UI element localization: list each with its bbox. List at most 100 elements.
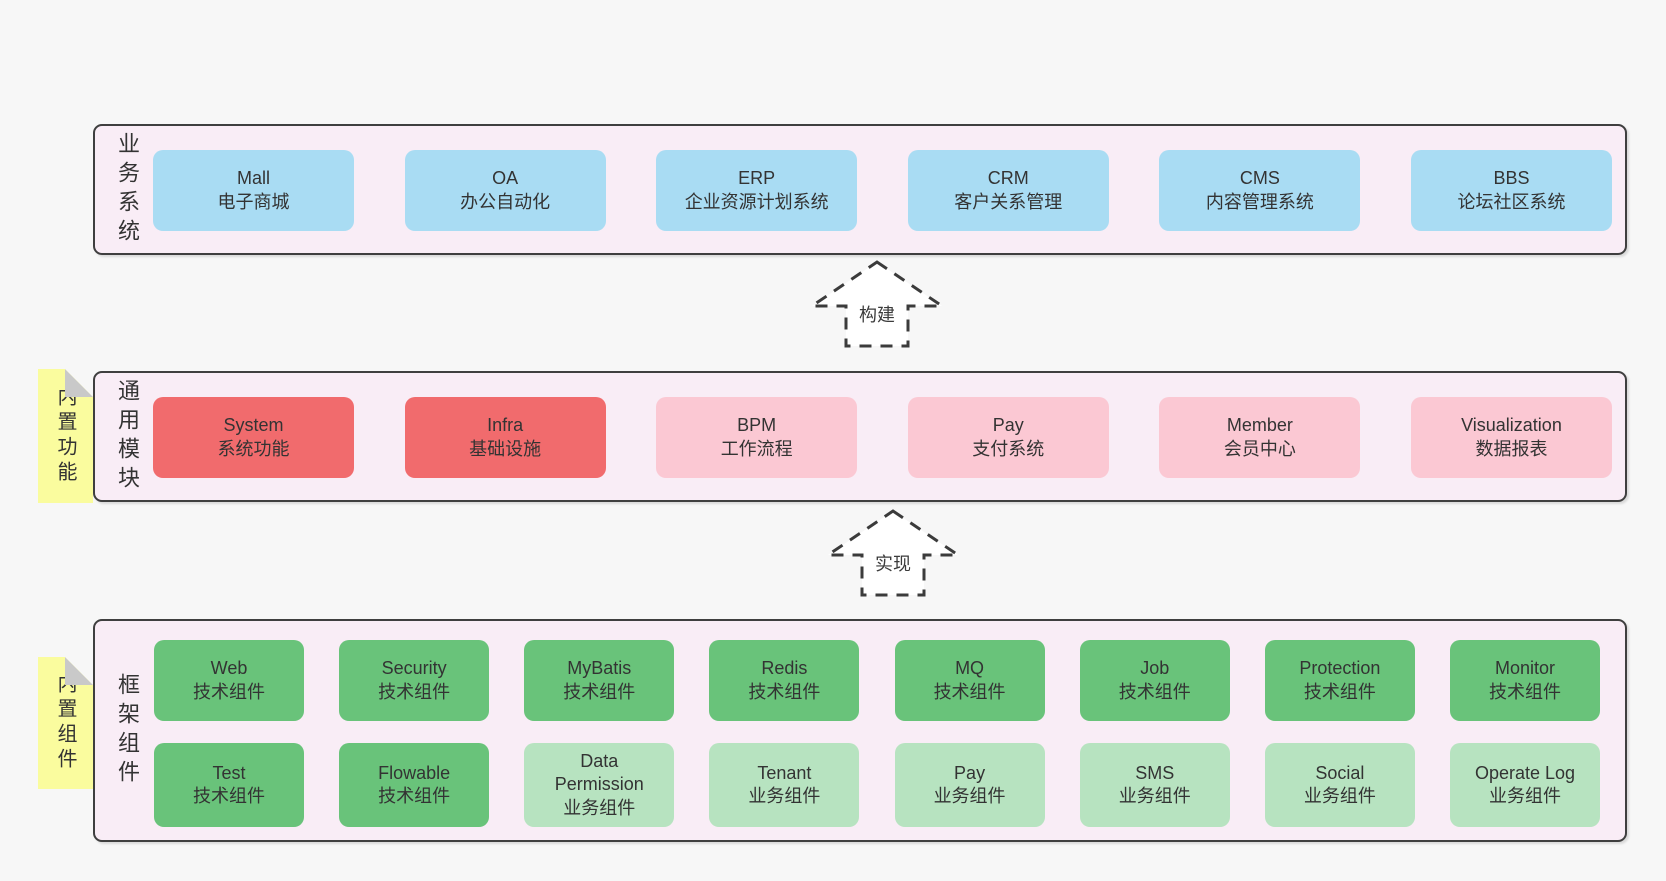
- box-pay-module: Pay 支付系统: [907, 397, 1109, 478]
- fold-corner-icon: [65, 369, 93, 397]
- box-mq: MQ 技术组件: [894, 640, 1045, 721]
- box-test: Test 技术组件: [154, 743, 304, 827]
- box-title: OA: [492, 168, 519, 189]
- box-subtitle: 技术组件: [378, 786, 451, 806]
- box-subtitle: 基础设施: [469, 438, 542, 459]
- box-security: Security 技术组件: [339, 640, 490, 721]
- box-title: Security: [381, 658, 447, 679]
- layer-label: 业务系统: [115, 131, 140, 248]
- box-job: Job 技术组件: [1079, 640, 1230, 721]
- box-title: MQ: [955, 658, 985, 679]
- box-sms: SMS 业务组件: [1079, 743, 1230, 827]
- box-title: MyBatis: [567, 658, 632, 679]
- up-arrow-icon: [825, 509, 961, 597]
- box-social: Social 业务组件: [1264, 743, 1415, 827]
- box-row: Mall 电子商城 OA 办公自动化 ERP 企业资源计划系统 CRM 客户关系…: [153, 150, 1612, 231]
- box-subtitle: 技术组件: [1303, 681, 1376, 702]
- sticky-tab-label: 内置组件: [54, 673, 76, 773]
- box-subtitle: 数据报表: [1475, 438, 1548, 459]
- box-title: Pay: [992, 415, 1024, 436]
- sticky-tab-label: 内置功能: [54, 386, 76, 486]
- box-title: Protection: [1299, 658, 1381, 679]
- box-title: SMS: [1135, 762, 1175, 783]
- layer-business-systems: 业务系统 Mall 电子商城 OA 办公自动化 ERP 企业资源计划系统 CRM…: [93, 124, 1627, 255]
- box-subtitle: 技术组件: [1488, 681, 1561, 702]
- box-subtitle: 工作流程: [720, 438, 793, 459]
- box-subtitle: 技术组件: [933, 681, 1006, 702]
- box-visualization: Visualization 数据报表: [1410, 397, 1612, 478]
- box-title: Test: [212, 762, 246, 783]
- arrow-implement: 实现: [825, 508, 961, 598]
- box-row: System 系统功能 Infra 基础设施 BPM 工作流程 Pay 支付系统…: [153, 397, 1612, 478]
- box-subtitle: 技术组件: [1118, 681, 1191, 702]
- box-tenant: Tenant 业务组件: [709, 743, 860, 827]
- box-system: System 系统功能: [153, 397, 354, 478]
- box-title: Data Permission: [554, 750, 644, 795]
- box-title: Operate Log: [1474, 762, 1576, 783]
- box-subtitle: 客户关系管理: [954, 191, 1063, 212]
- box-subtitle: 论坛社区系统: [1457, 191, 1566, 212]
- box-subtitle: 企业资源计划系统: [684, 191, 829, 212]
- arrow-label: 构建: [859, 305, 895, 325]
- box-oa: OA 办公自动化: [404, 150, 606, 231]
- box-title: Member: [1226, 415, 1293, 436]
- box-subtitle: 业务组件: [1303, 786, 1376, 806]
- box-flowable: Flowable 技术组件: [339, 743, 490, 827]
- box-bpm: BPM 工作流程: [656, 397, 858, 478]
- box-title: Tenant: [757, 762, 812, 783]
- box-bbs: BBS 论坛社区系统: [1410, 150, 1612, 231]
- box-subtitle: 技术组件: [193, 786, 265, 806]
- box-title: Mall: [236, 168, 270, 189]
- layer-framework-components: 框架组件 Web 技术组件 Security 技术组件 MyBatis 技术组件…: [93, 619, 1627, 842]
- box-pay-component: Pay 业务组件: [894, 743, 1045, 827]
- box-monitor: Monitor 技术组件: [1449, 640, 1600, 721]
- box-subtitle: 系统功能: [217, 438, 290, 459]
- up-arrow-icon: [809, 260, 945, 348]
- box-subtitle: 技术组件: [378, 681, 451, 702]
- box-cms: CMS 内容管理系统: [1159, 150, 1361, 231]
- box-row: Web 技术组件 Security 技术组件 MyBatis 技术组件 Redi…: [154, 640, 1600, 721]
- layer-common-modules: 通用模块 System 系统功能 Infra 基础设施 BPM 工作流程 Pay…: [93, 371, 1627, 502]
- arrow-build: 构建: [809, 259, 945, 349]
- box-title: ERP: [738, 168, 776, 189]
- box-title: Flowable: [378, 762, 451, 783]
- box-title: Redis: [761, 658, 808, 679]
- box-data-permission: Data Permission 业务组件: [524, 743, 675, 827]
- box-title: Job: [1140, 658, 1170, 679]
- box-title: Social: [1315, 762, 1365, 783]
- box-title: Visualization: [1461, 415, 1562, 436]
- box-subtitle: 业务组件: [748, 786, 821, 806]
- box-operate-log: Operate Log 业务组件: [1449, 743, 1600, 827]
- arrow-label: 实现: [875, 554, 911, 574]
- layer-label: 通用模块: [115, 378, 140, 495]
- box-subtitle: 业务组件: [1488, 786, 1561, 806]
- box-protection: Protection 技术组件: [1264, 640, 1415, 721]
- box-subtitle: 业务组件: [1118, 786, 1191, 806]
- box-row: Test 技术组件 Flowable 技术组件 Data Permission …: [154, 743, 1600, 827]
- box-subtitle: 业务组件: [933, 786, 1006, 806]
- sticky-tab-builtin-components: 内置组件: [38, 657, 93, 789]
- box-erp: ERP 企业资源计划系统: [656, 150, 858, 231]
- box-subtitle: 支付系统: [972, 438, 1045, 459]
- box-title: CRM: [987, 168, 1029, 189]
- box-subtitle: 会员中心: [1223, 438, 1296, 459]
- box-subtitle: 技术组件: [193, 681, 265, 702]
- box-web: Web 技术组件: [154, 640, 304, 721]
- box-title: Web: [210, 658, 248, 679]
- box-subtitle: 电子商城: [217, 191, 290, 212]
- box-member: Member 会员中心: [1159, 397, 1361, 478]
- box-title: CMS: [1239, 168, 1280, 189]
- box-crm: CRM 客户关系管理: [907, 150, 1109, 231]
- box-title: BBS: [1493, 168, 1530, 189]
- box-title: Infra: [487, 415, 524, 436]
- box-subtitle: 业务组件: [563, 797, 636, 818]
- box-subtitle: 办公自动化: [460, 191, 551, 212]
- box-subtitle: 内容管理系统: [1205, 191, 1314, 212]
- sticky-tab-builtin-features: 内置功能: [38, 369, 93, 503]
- box-title: BPM: [737, 415, 777, 436]
- box-subtitle: 技术组件: [748, 681, 821, 702]
- box-mall: Mall 电子商城: [153, 150, 354, 231]
- fold-corner-icon: [65, 657, 93, 685]
- box-infra: Infra 基础设施: [404, 397, 606, 478]
